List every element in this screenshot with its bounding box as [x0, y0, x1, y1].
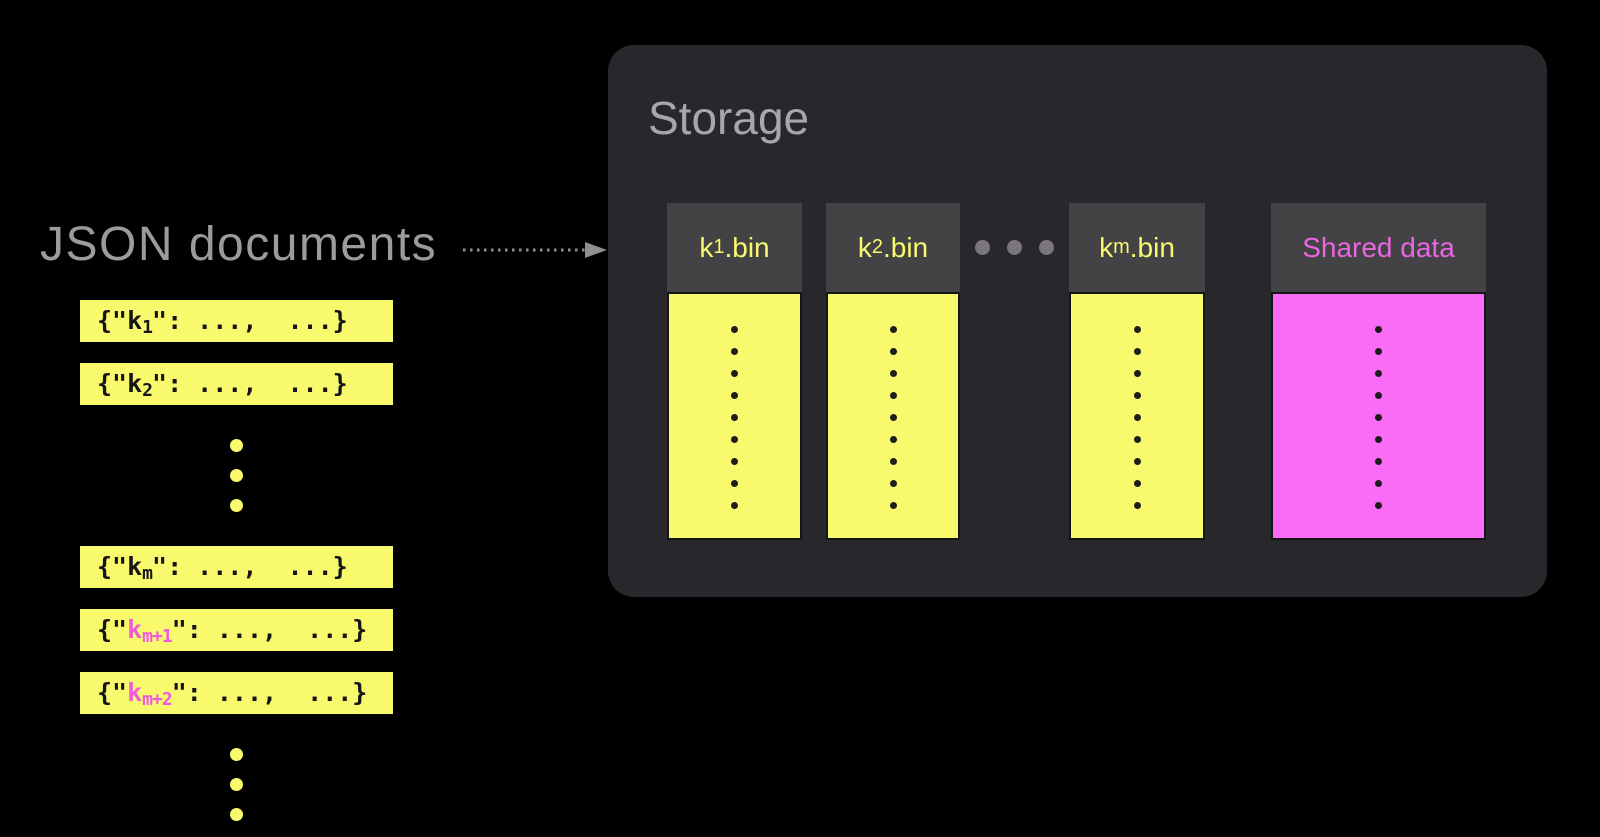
document-key: km — [127, 552, 153, 584]
vertical-ellipsis — [80, 735, 393, 834]
data-dot-icon — [1133, 392, 1141, 399]
data-dot-icon — [1133, 348, 1141, 355]
document-key: k2 — [127, 369, 153, 401]
data-dot-icon — [731, 348, 738, 355]
data-dot-icon — [889, 348, 897, 355]
data-dot-icon — [1133, 458, 1141, 465]
data-dot-icon — [1133, 370, 1141, 377]
column-body — [1271, 292, 1486, 540]
column-dots — [889, 294, 897, 538]
data-dot-icon — [1375, 392, 1382, 399]
data-dot-icon — [1133, 414, 1141, 421]
connector-arrow — [455, 238, 610, 267]
data-dot-icon — [1375, 502, 1382, 509]
column-body — [667, 292, 802, 540]
data-dot-icon — [1375, 348, 1382, 355]
data-dot-icon — [889, 414, 897, 421]
json-documents-label: JSON documents — [40, 218, 438, 271]
ellipsis-dot-icon — [975, 240, 990, 255]
json-document-bar: {"km+2": ..., ...} — [80, 672, 393, 714]
data-dot-icon — [1375, 480, 1382, 487]
data-dot-icon — [889, 502, 897, 509]
ellipsis-dot-icon — [230, 748, 243, 761]
data-dot-icon — [889, 458, 897, 465]
data-dot-icon — [1375, 370, 1382, 377]
shared-data-column: Shared data — [1271, 203, 1486, 540]
vertical-ellipsis — [80, 426, 393, 525]
data-dot-icon — [731, 370, 738, 377]
document-key: km+2 — [127, 678, 173, 710]
data-dot-icon — [1133, 326, 1141, 333]
ellipsis-dot-icon — [230, 808, 243, 821]
data-dot-icon — [1375, 414, 1382, 421]
horizontal-ellipsis — [960, 203, 1069, 292]
data-dot-icon — [731, 326, 738, 333]
ellipsis-dot-icon — [230, 499, 243, 512]
data-dot-icon — [889, 326, 897, 333]
data-dot-icon — [1375, 458, 1382, 465]
data-dot-icon — [1375, 436, 1382, 443]
data-dot-icon — [889, 436, 897, 443]
data-dot-icon — [1133, 480, 1141, 487]
json-document-bar: {"km": ..., ...} — [80, 546, 393, 588]
column-dots — [1133, 294, 1141, 538]
json-document-bar: {"km+1": ..., ...} — [80, 609, 393, 651]
storage-title: Storage — [648, 92, 810, 144]
data-dot-icon — [1133, 436, 1141, 443]
data-dot-icon — [1375, 326, 1382, 333]
shared-data-header: Shared data — [1271, 203, 1486, 292]
document-key: km+1 — [127, 615, 173, 647]
data-dot-icon — [731, 458, 738, 465]
data-dot-icon — [731, 502, 738, 509]
ellipsis-dot-icon — [230, 439, 243, 452]
column-body — [1069, 292, 1205, 540]
data-dot-icon — [889, 392, 897, 399]
column-dots — [731, 294, 738, 538]
ellipsis-dot-icon — [1007, 240, 1022, 255]
ellipsis-dot-icon — [230, 778, 243, 791]
json-documents-stack: {"k1": ..., ...} {"k2": ..., ...} {"km": .… — [80, 300, 393, 837]
json-document-bar: {"k1": ..., ...} — [80, 300, 393, 342]
data-dot-icon — [1133, 502, 1141, 509]
json-document-bar: {"k2": ..., ...} — [80, 363, 393, 405]
dotted-arrow-icon — [463, 242, 607, 258]
column-body — [826, 292, 960, 540]
document-key: k1 — [127, 306, 153, 338]
ellipsis-dot-icon — [230, 469, 243, 482]
data-dot-icon — [731, 414, 738, 421]
data-dot-icon — [889, 480, 897, 487]
data-dot-icon — [731, 480, 738, 487]
column-dots — [1375, 294, 1382, 538]
data-dot-icon — [731, 392, 738, 399]
ellipsis-dot-icon — [1039, 240, 1054, 255]
data-dot-icon — [731, 436, 738, 443]
data-dot-icon — [889, 370, 897, 377]
